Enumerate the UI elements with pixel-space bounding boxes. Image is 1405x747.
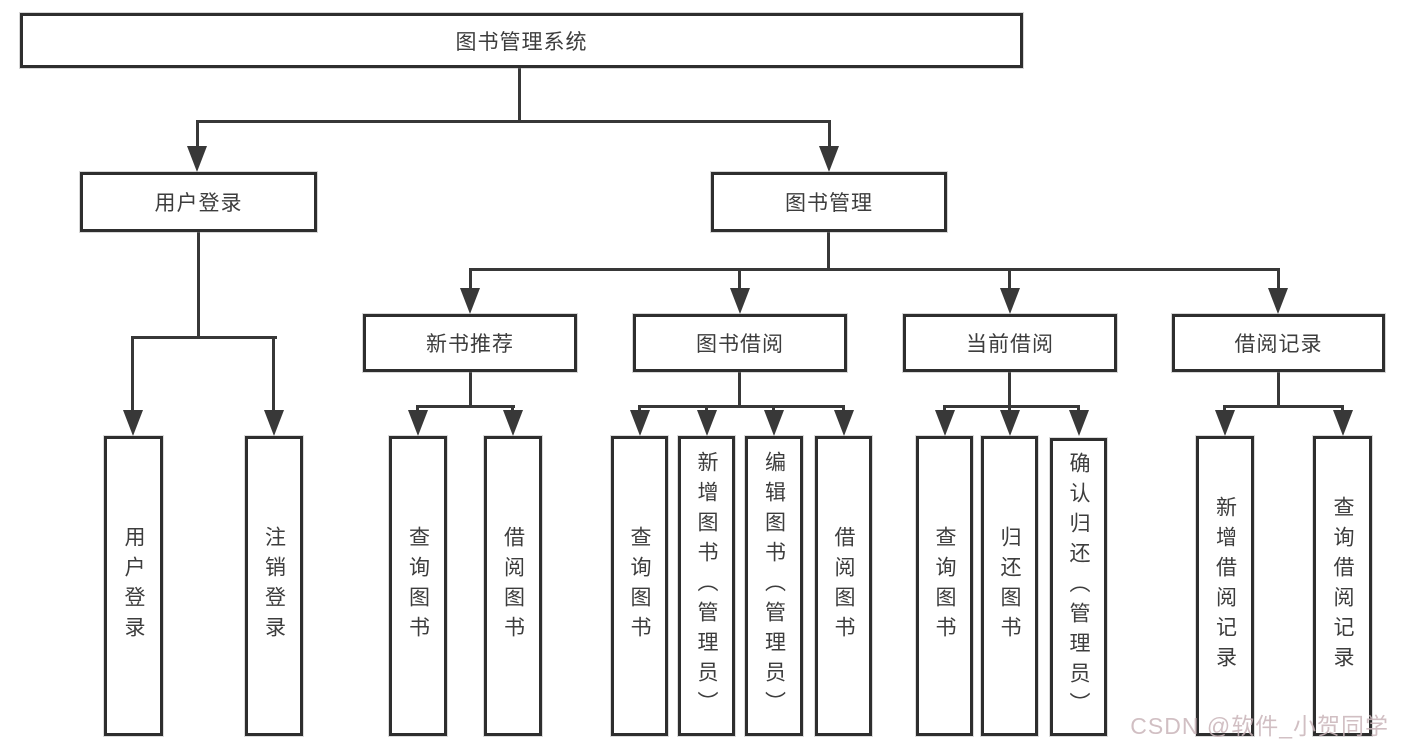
connector-line <box>638 405 845 408</box>
leaf-borrow-add-book-admin-label: 新增图书（管理员） <box>695 451 718 721</box>
arrow-down-icon <box>1333 410 1353 436</box>
connector-line <box>518 68 521 120</box>
arrow-down-icon <box>697 410 717 436</box>
node-current-borrow: 当前借阅 <box>903 314 1117 372</box>
node-borrow-records-label: 借阅记录 <box>1234 333 1323 356</box>
leaf-borrow-add-book-admin: 新增图书（管理员） <box>678 436 735 736</box>
leaf-current-confirm-return-admin-label: 确认归还（管理员） <box>1067 452 1090 722</box>
leaf-newrec-query-book: 查询图书 <box>389 436 447 736</box>
leaf-borrow-edit-book-admin-label: 编辑图书（管理员） <box>762 451 786 721</box>
leaf-user-login-label: 用户登录 <box>122 526 145 646</box>
leaf-current-confirm-return-admin: 确认归还（管理员） <box>1050 438 1107 736</box>
arrow-down-icon <box>187 146 207 172</box>
arrow-down-icon <box>630 410 650 436</box>
node-current-borrow-label: 当前借阅 <box>966 333 1054 356</box>
node-book-management: 图书管理 <box>711 172 947 232</box>
csdn-watermark: CSDN @软件_小贺同学 <box>1130 713 1389 739</box>
arrow-down-icon <box>123 410 143 436</box>
arrow-down-icon <box>1000 288 1020 314</box>
connector-line <box>1008 268 1011 294</box>
node-user-login-label: 用户登录 <box>154 192 243 215</box>
leaf-current-query-book-label: 查询图书 <box>933 526 956 646</box>
node-root: 图书管理系统 <box>20 13 1023 68</box>
node-new-book-recommend: 新书推荐 <box>363 314 577 372</box>
node-book-borrow-label: 图书借阅 <box>696 333 784 356</box>
node-user-login: 用户登录 <box>80 172 317 232</box>
connector-line <box>131 336 277 339</box>
arrow-down-icon <box>503 410 523 436</box>
connector-line <box>827 232 830 268</box>
connector-line <box>416 405 515 408</box>
connector-line <box>469 268 472 294</box>
leaf-records-add-record-label: 新增借阅记录 <box>1213 496 1237 676</box>
node-root-label: 图书管理系统 <box>455 30 588 54</box>
arrow-down-icon <box>264 410 284 436</box>
arrow-down-icon <box>460 288 480 314</box>
arrow-down-icon <box>1268 288 1288 314</box>
leaf-records-query-record-label: 查询借阅记录 <box>1331 496 1354 676</box>
node-new-book-recommend-label: 新书推荐 <box>426 333 514 356</box>
arrow-down-icon <box>764 410 784 436</box>
leaf-borrow-query-book-label: 查询图书 <box>628 526 651 646</box>
connector-line <box>738 372 741 405</box>
leaf-borrow-borrow-book: 借阅图书 <box>815 436 872 736</box>
node-borrow-records: 借阅记录 <box>1172 314 1385 372</box>
leaf-logout: 注销登录 <box>245 436 303 736</box>
connector-line <box>1277 268 1280 294</box>
connector-line <box>828 120 831 150</box>
connector-line <box>1008 372 1011 405</box>
arrow-down-icon <box>834 410 854 436</box>
leaf-user-login: 用户登录 <box>104 436 163 736</box>
leaf-borrow-query-book: 查询图书 <box>611 436 668 736</box>
leaf-logout-label: 注销登录 <box>262 526 286 646</box>
leaf-current-return-book-label: 归还图书 <box>998 526 1021 646</box>
arrow-down-icon <box>408 410 428 436</box>
arrow-down-icon <box>935 410 955 436</box>
node-book-management-label: 图书管理 <box>785 192 873 215</box>
leaf-newrec-query-book-label: 查询图书 <box>406 526 430 646</box>
connector-line <box>196 120 831 123</box>
arrow-down-icon <box>730 288 750 314</box>
leaf-records-add-record: 新增借阅记录 <box>1196 436 1254 736</box>
leaf-current-return-book: 归还图书 <box>981 436 1038 736</box>
node-book-borrow: 图书借阅 <box>633 314 847 372</box>
arrow-down-icon <box>1069 410 1089 436</box>
arrow-down-icon <box>819 146 839 172</box>
connector-line <box>272 336 275 414</box>
arrow-down-icon <box>1000 410 1020 436</box>
leaf-borrow-borrow-book-label: 借阅图书 <box>832 526 855 646</box>
connector-line <box>469 268 1280 271</box>
leaf-newrec-borrow-book: 借阅图书 <box>484 436 542 736</box>
leaf-records-query-record: 查询借阅记录 <box>1313 436 1372 736</box>
connector-line <box>1277 372 1280 405</box>
connector-line <box>196 120 199 150</box>
leaf-borrow-edit-book-admin: 编辑图书（管理员） <box>745 436 803 736</box>
connector-line <box>738 268 741 294</box>
connector-line <box>1223 405 1344 408</box>
connector-line <box>197 232 200 336</box>
leaf-current-query-book: 查询图书 <box>916 436 973 736</box>
connector-line <box>131 336 134 414</box>
leaf-newrec-borrow-book-label: 借阅图书 <box>501 526 525 646</box>
connector-line <box>943 405 1080 408</box>
arrow-down-icon <box>1215 410 1235 436</box>
connector-line <box>469 372 472 405</box>
